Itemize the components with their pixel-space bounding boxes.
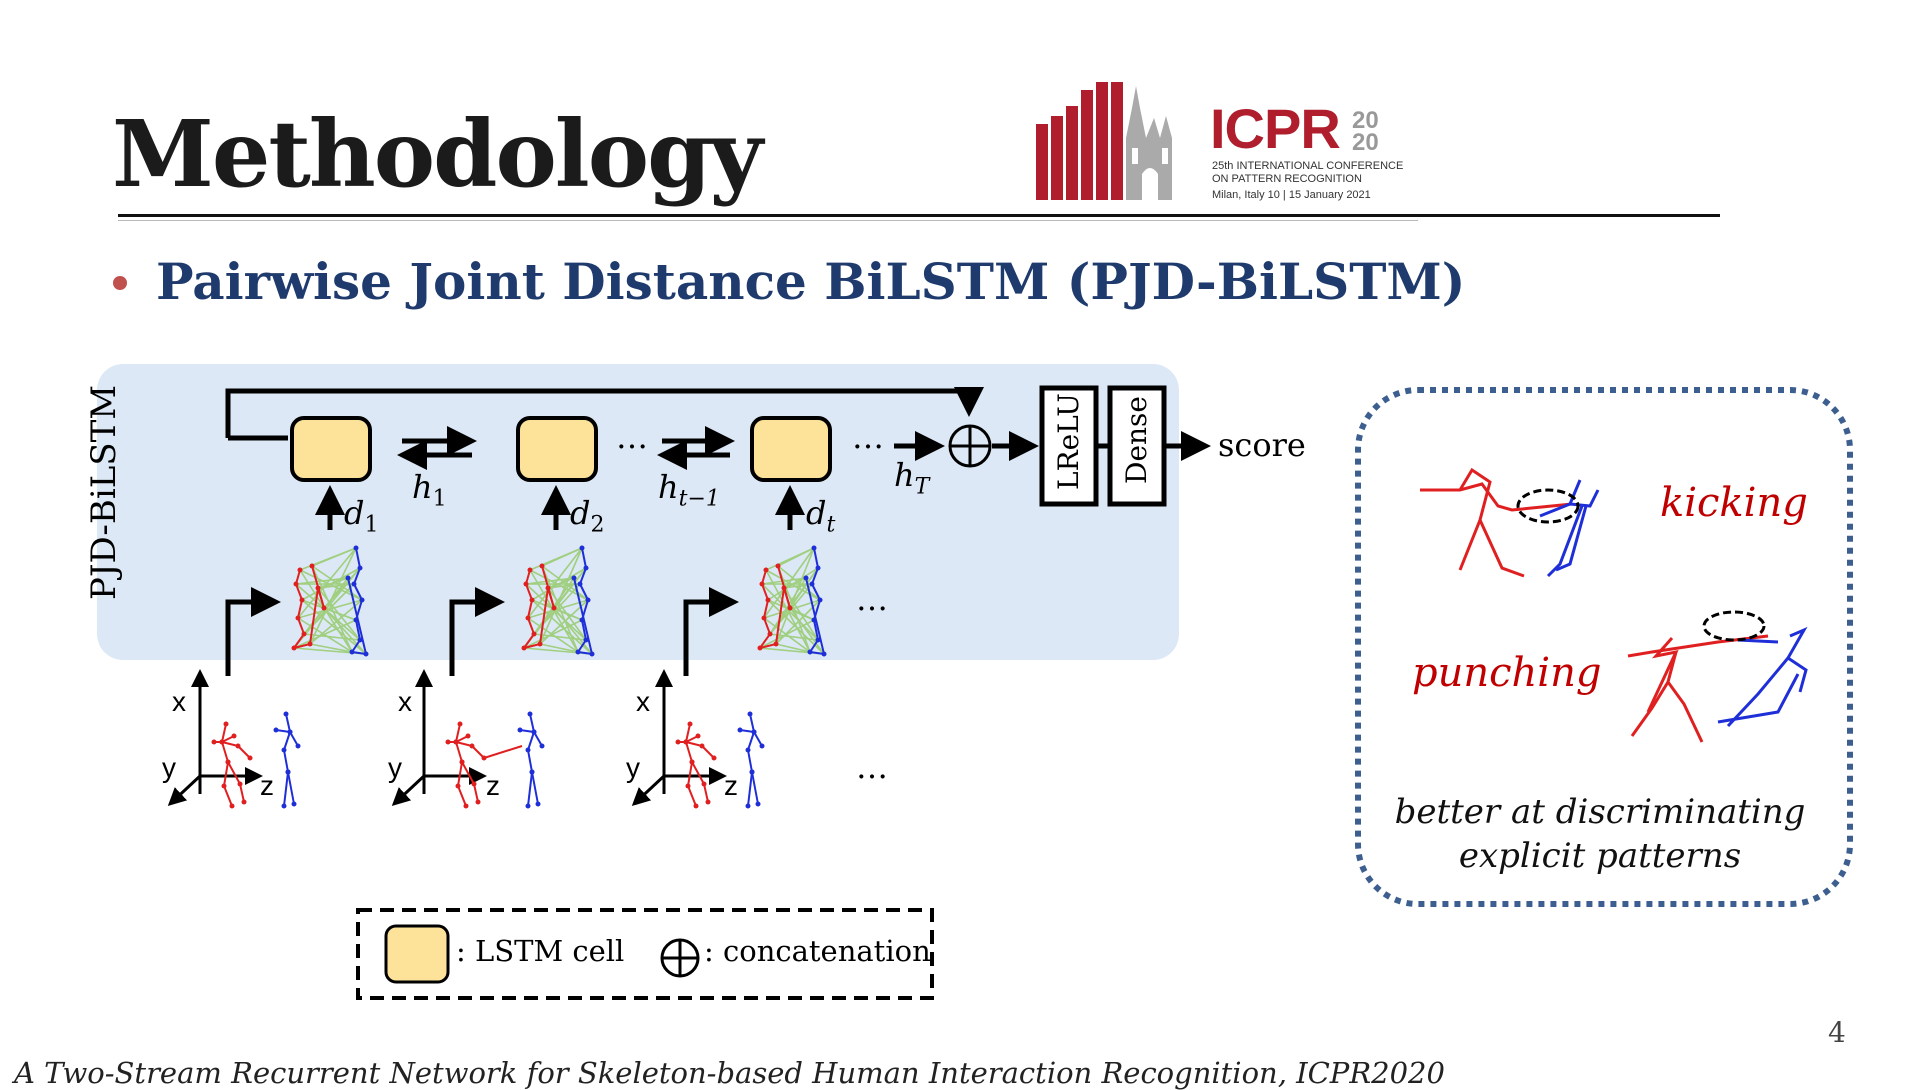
logo-year-bottom: 20: [1352, 129, 1379, 156]
bullet-dot: [113, 276, 127, 290]
bullet-heading: Pairwise Joint Distance BiLSTM (PJD-BiLS…: [156, 252, 1466, 311]
legend-box: [356, 908, 934, 1000]
ellipsis-graphs: …: [856, 580, 888, 618]
bidirectional-arrow-t: [657, 426, 735, 470]
axis-z-label-1: z: [260, 770, 274, 801]
score-label: score: [1218, 426, 1306, 464]
dense-label: Dense: [1120, 396, 1153, 484]
lrelu-box: [1039, 385, 1099, 507]
lrelu-label: LReLU: [1052, 393, 1085, 490]
legend-concatenation-icon: [660, 938, 700, 978]
lstm-cell-2: [516, 416, 598, 482]
input-arrow-2: [449, 587, 505, 676]
dense-box: [1107, 385, 1167, 507]
hidden-label-hT: hT: [894, 456, 930, 500]
input-frame-2: [391, 669, 545, 809]
distance-label-d2: d2: [570, 494, 605, 538]
input-frame-t: [631, 669, 765, 809]
cathedral-bars-icon: [1036, 82, 1172, 200]
ellipsis-hidden-2: …: [852, 418, 884, 456]
ellipsis-hidden-1: …: [616, 418, 648, 456]
title-divider: [118, 214, 1720, 217]
legend-lstm-cell-label: : LSTM cell: [456, 934, 625, 968]
title-divider-shadow: [118, 220, 1418, 221]
logo-wordmark: ICPR: [1210, 97, 1341, 160]
axis-x-label-1: x: [172, 686, 186, 717]
distance-label-d1: d1: [344, 494, 379, 538]
hidden-label-ht-1: ht−1: [658, 468, 720, 512]
panel-label: PJD-BiLSTM: [84, 384, 124, 600]
pairwise-distance-graph-t: [757, 545, 827, 657]
bidirectional-arrow-1: [397, 426, 477, 470]
legend-lstm-cell-icon: [384, 924, 450, 984]
axis-y-label-1: y: [162, 752, 176, 783]
pjd-bilstm-panel: [97, 364, 1179, 660]
logo-line1: 25th INTERNATIONAL CONFERENCE: [1212, 160, 1404, 172]
input-arrow-t: [683, 587, 739, 676]
punching-skeleton: [1627, 610, 1808, 743]
axis-z-label-t: z: [724, 770, 738, 801]
lstm-cell-t: [750, 416, 832, 482]
page-number: 4: [1828, 1016, 1846, 1049]
lstm-cell-1: [290, 416, 372, 482]
concatenation-icon: [948, 424, 992, 468]
logo-line2: ON PATTERN RECOGNITION: [1212, 173, 1362, 185]
logo-year-top: 20: [1352, 107, 1379, 134]
hidden-label-h1: h1: [412, 468, 447, 512]
kicking-skeleton: [1420, 467, 1600, 578]
input-arrow-1: [225, 587, 281, 676]
axis-y-label-2: y: [388, 752, 402, 783]
examples-panel: [1355, 387, 1853, 907]
distance-label-dt: dt: [806, 494, 836, 538]
examples-description: better at discriminating explicit patter…: [1394, 792, 1806, 876]
punching-label: punching: [1412, 650, 1602, 696]
legend-concatenation-label: : concatenation: [704, 934, 931, 968]
axis-x-label-t: x: [636, 686, 650, 717]
conference-logo: ICPR 20 20 25th INTERNATIONAL CONFERENCE…: [1036, 78, 1403, 208]
pairwise-distance-graph-2: [521, 545, 595, 657]
axis-z-label-2: z: [486, 770, 500, 801]
skip-connection-line: [225, 387, 984, 438]
axis-x-label-2: x: [398, 686, 412, 717]
ellipsis-inputs: …: [856, 748, 888, 786]
axis-y-label-t: y: [626, 752, 640, 783]
pairwise-distance-graph-1: [291, 545, 369, 657]
logo-line3: Milan, Italy 10 | 15 January 2021: [1212, 189, 1371, 201]
slide-footer: A Two-Stream Recurrent Network for Skele…: [14, 1056, 1445, 1090]
kicking-label: kicking: [1660, 480, 1808, 526]
page-title: Methodology: [112, 100, 763, 208]
input-frame-1: [167, 669, 301, 809]
